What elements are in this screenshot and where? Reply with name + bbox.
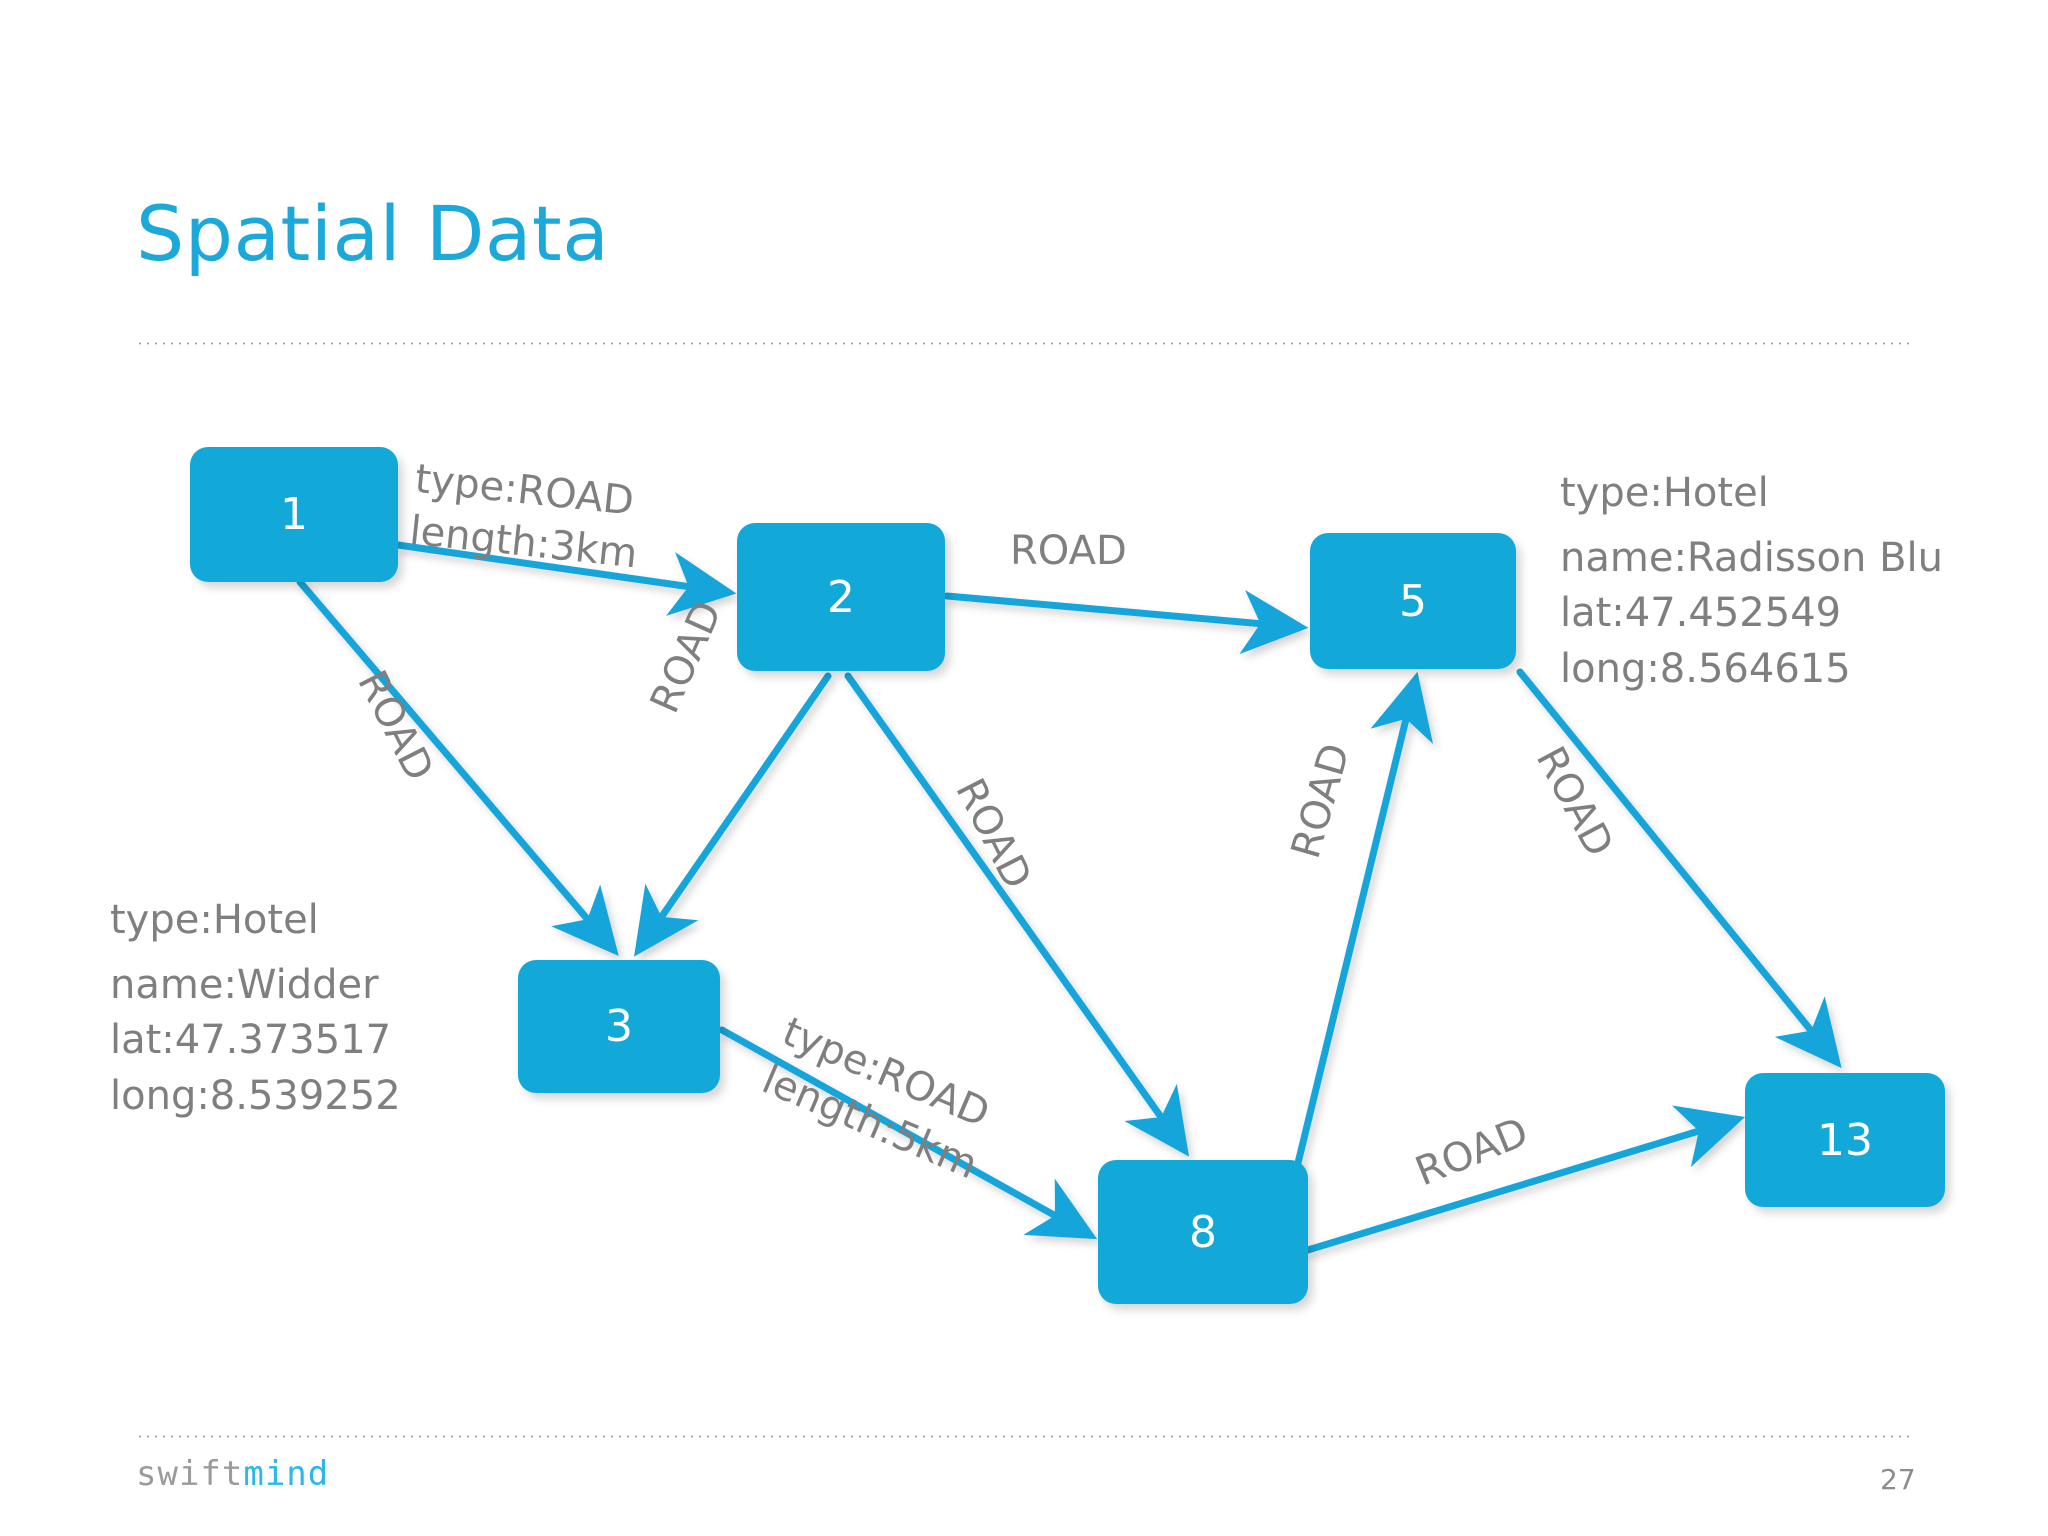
node-label: 1 [280,489,308,540]
node-3-properties: type:Hotel name:Widder lat:47.373517 lon… [110,893,401,1124]
node-label: 3 [605,1001,633,1052]
graph-node-8[interactable]: 8 [1098,1160,1308,1304]
logo-text-swift: swift [136,1454,244,1494]
node-label: 13 [1817,1114,1873,1166]
graph-node-3[interactable]: 3 [518,960,720,1093]
edge-1-2 [394,541,737,616]
property-line: lat:47.452549 [1560,590,1842,637]
edge-5-13 [1516,668,1842,1069]
edge-2-3 [634,672,832,957]
property-line: long:8.564615 [1560,645,1851,692]
edge-label-2-5: ROAD [1010,525,1127,577]
edge-8-13 [1304,1105,1746,1254]
graph-node-1[interactable]: 1 [190,447,398,582]
header-divider [136,342,1912,345]
property-line: name:Radisson Blu [1560,535,1943,582]
property-line: name:Widder [110,962,379,1009]
footer-divider [136,1435,1912,1438]
graph-node-2[interactable]: 2 [737,523,945,671]
graph-node-13[interactable]: 13 [1745,1073,1945,1207]
property-line: type:Hotel [1560,470,1769,516]
edge-3-8 [718,1026,1098,1240]
page-number: 27 [1880,1463,1916,1496]
edge-2-5 [943,589,1309,655]
swiftmind-logo: swiftmind [136,1454,329,1494]
node-label: 2 [827,571,855,623]
node-label: 5 [1399,575,1427,627]
node-5-properties: type:Hotel name:Radisson Blu lat:47.4525… [1560,466,1943,697]
property-line: long:8.539252 [110,1072,401,1119]
property-line: lat:47.373517 [110,1017,392,1064]
edge-2-8 [844,672,1190,1157]
node-label: 8 [1189,1206,1217,1258]
page-title: Spatial Data [136,189,610,278]
logo-text-mind: mind [243,1454,330,1494]
property-line: type:Hotel [110,897,319,943]
graph-node-5[interactable]: 5 [1310,533,1516,669]
edge-8-5 [1294,671,1434,1167]
edge-1-3 [296,578,619,956]
edge-label-line: ROAD [1010,528,1127,574]
